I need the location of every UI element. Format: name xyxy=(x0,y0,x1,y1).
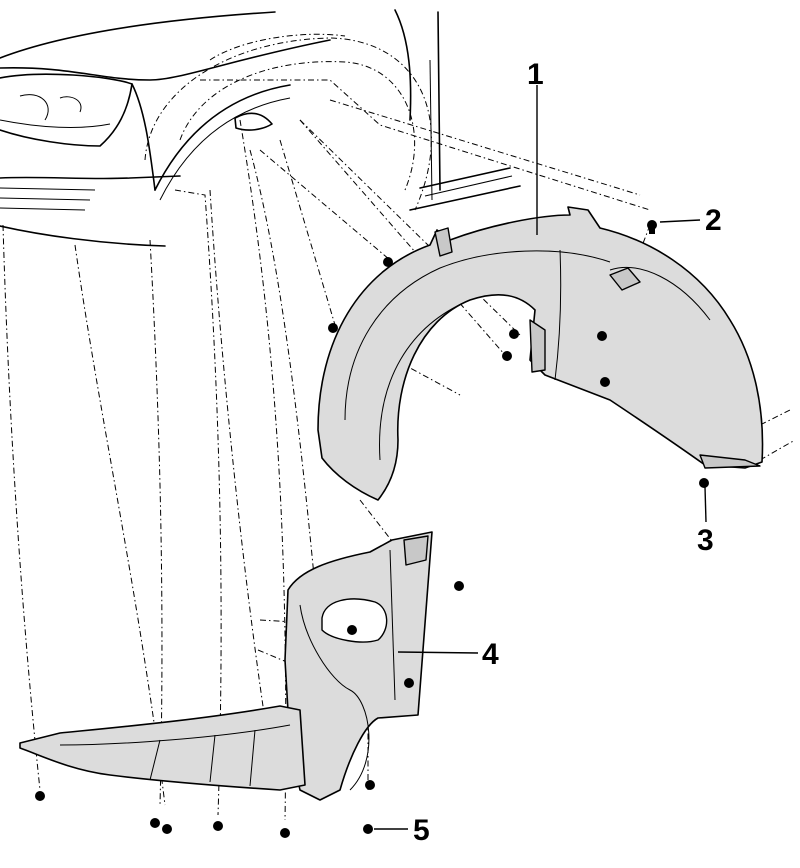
screw-icon xyxy=(162,824,172,834)
screw-icon xyxy=(280,828,290,838)
screw-icon xyxy=(647,220,657,234)
screw-icon xyxy=(509,329,519,339)
screw-icon xyxy=(365,780,375,790)
screw-icon xyxy=(454,581,464,591)
screw-icon xyxy=(363,824,373,834)
front-splash-shield xyxy=(284,531,433,801)
car-body-outline xyxy=(0,9,521,247)
screw-icon xyxy=(347,625,357,635)
screw-icon xyxy=(699,478,709,488)
screw-icon xyxy=(213,821,223,831)
screw-icon xyxy=(383,257,393,267)
screw-icon xyxy=(502,351,512,361)
wheel-arch-liner xyxy=(317,206,764,501)
callouts: 1 2 3 4 5 xyxy=(413,58,722,847)
callout-4: 4 xyxy=(482,638,499,671)
screw-icon xyxy=(597,331,607,341)
callout-1: 1 xyxy=(527,58,544,91)
callout-leaders xyxy=(374,85,707,830)
screw-icon xyxy=(404,678,414,688)
screw-icon xyxy=(35,791,45,801)
screw-icon xyxy=(600,377,610,387)
fasteners xyxy=(35,220,709,838)
callout-2: 2 xyxy=(705,204,722,237)
screw-icon xyxy=(150,818,160,828)
callout-5: 5 xyxy=(413,814,430,847)
callout-3: 3 xyxy=(697,524,714,557)
screw-icon xyxy=(328,323,338,333)
lower-undertray xyxy=(19,705,306,791)
